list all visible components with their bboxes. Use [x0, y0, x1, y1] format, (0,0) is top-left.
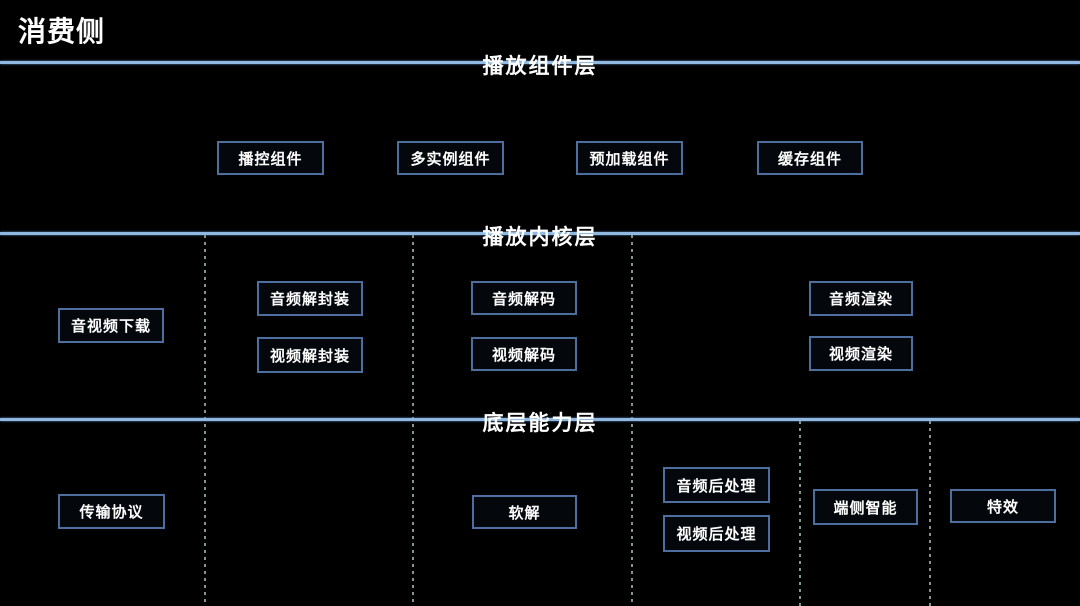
box-software-decode: 软解 — [472, 495, 577, 529]
column-divider-dotted-line-5 — [929, 421, 931, 606]
layer-header-playback-kernel: 播放内核层 — [482, 226, 598, 249]
layer-header-playback-component: 播放组件层 — [482, 55, 598, 78]
box-audio-render: 音频渲染 — [809, 281, 913, 316]
box-multi-instance-component: 多实例组件 — [397, 141, 504, 175]
column-divider-dotted-line-4 — [799, 421, 801, 606]
box-video-post-processing: 视频后处理 — [663, 515, 770, 552]
box-playback-control-component: 播控组件 — [217, 141, 324, 175]
box-video-render: 视频渲染 — [809, 336, 913, 371]
layer-header-base-capability: 底层能力层 — [482, 412, 598, 435]
page-title: 消费侧 — [18, 16, 106, 47]
box-video-decode: 视频解码 — [471, 337, 577, 371]
box-audio-post-processing: 音频后处理 — [663, 467, 770, 503]
box-cache-component: 缓存组件 — [757, 141, 863, 175]
box-audio-video-download: 音视频下载 — [58, 308, 164, 343]
layer-divider-line-middle — [0, 232, 1080, 235]
layer-divider-line-bottom — [0, 418, 1080, 421]
box-effects: 特效 — [950, 489, 1056, 523]
layer-divider-line-top — [0, 61, 1080, 64]
box-on-device-intelligence: 端侧智能 — [813, 489, 918, 525]
box-video-demux: 视频解封装 — [257, 337, 363, 373]
box-preload-component: 预加载组件 — [576, 141, 683, 175]
box-audio-demux: 音频解封装 — [257, 281, 363, 316]
box-audio-decode: 音频解码 — [471, 281, 577, 315]
box-transport-protocol: 传输协议 — [58, 494, 165, 529]
